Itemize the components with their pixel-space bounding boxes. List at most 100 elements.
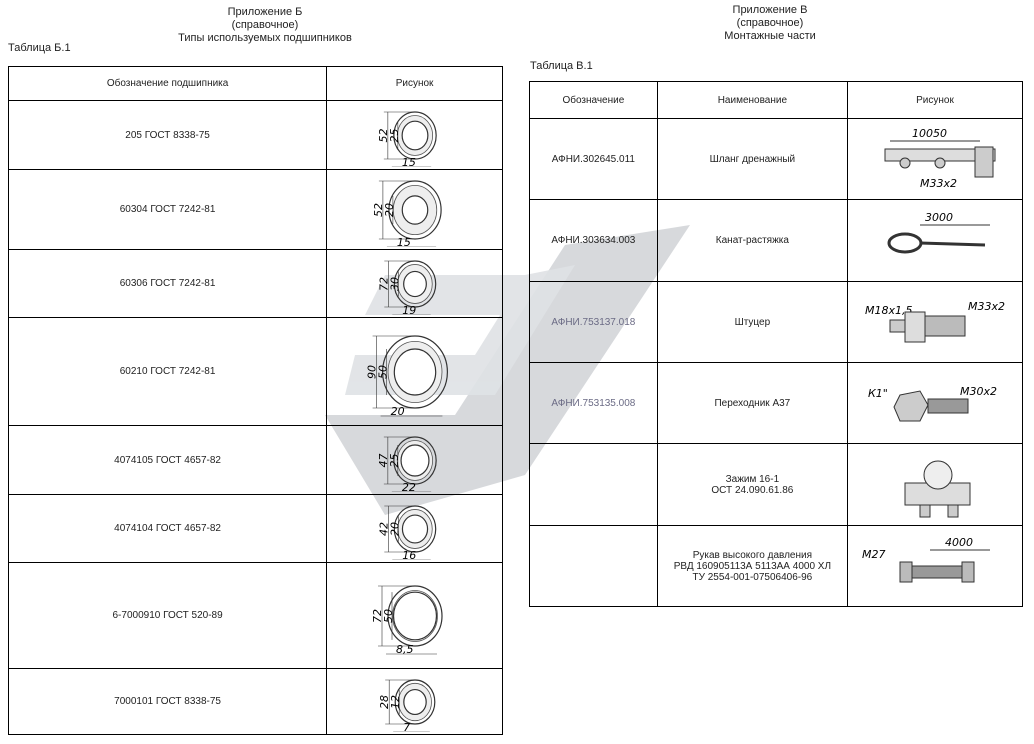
part-name-line: ТУ 2554-001-07506406-96	[692, 571, 813, 583]
bearing-designation: 60210 ГОСТ 7242-81	[7, 317, 328, 426]
dim-outer-label: 42	[377, 522, 390, 536]
appendix-b-note: (справочное)	[231, 19, 299, 31]
appendix-b-subtitle: Типы используемых подшипников	[178, 32, 352, 44]
mounting-parts-table: Обозначение Наименование Рисунок АФНИ.30…	[529, 81, 1023, 607]
part-name: Переходник А37	[656, 362, 849, 444]
part-drawing: К1" М30х2	[847, 362, 1023, 444]
table-v-caption: Таблица В.1	[530, 60, 593, 72]
appendix-v-title: Приложение В	[732, 4, 808, 16]
thread-label: К1"	[868, 387, 888, 400]
part-name-line: ОСТ 24.090.61.86	[711, 484, 794, 496]
part-name-line: Рукав высокого давления	[692, 549, 813, 561]
dim-inner-label: 25	[387, 128, 400, 142]
thread-label: М18х1,5	[865, 304, 913, 317]
part-drawing: М18х1,5 М33х2	[847, 281, 1023, 363]
thread-label: М33х2	[968, 300, 1005, 313]
appendix-b-title: Приложение Б	[227, 6, 303, 18]
dim-length-label: 4000	[945, 536, 973, 549]
part-code: АФНИ.303634.003	[529, 199, 658, 282]
dim-inner-label: 25	[387, 453, 400, 467]
part-drawing: М27 4000	[847, 525, 1023, 607]
column-header-picture: Рисунок	[326, 66, 503, 101]
dim-width-label: 16	[402, 549, 416, 560]
dim-outer-label: 47	[376, 453, 389, 467]
part-code: АФНИ.753135.008	[529, 362, 658, 444]
part-name: Шланг дренажный	[656, 118, 849, 200]
dim-inner-label: 50	[382, 609, 395, 623]
dim-outer-label: 72	[371, 609, 384, 623]
dim-inner-label: 30	[388, 277, 401, 291]
bearing-designation: 60304 ГОСТ 7242-81	[7, 169, 328, 250]
dim-width-label: 19	[402, 304, 416, 315]
bearing-designation: 205 ГОСТ 8338-75	[7, 100, 328, 170]
thread-label: М30х2	[960, 385, 997, 398]
appendix-v-subtitle: Монтажные части	[724, 30, 816, 42]
dim-outer-label: 90	[365, 365, 378, 379]
part-name-line: РВД 160905113А 5113АА 4000 ХЛ	[673, 560, 832, 572]
part-name: Канат-растяжка	[656, 199, 849, 282]
dim-length-label: 3000	[925, 211, 953, 224]
part-name-line: Зажим 16-1	[725, 473, 780, 485]
part-code: АФНИ.302645.011	[529, 118, 658, 200]
dim-width-label: 15	[401, 156, 415, 167]
part-code	[529, 525, 658, 607]
dim-width-label: 8,5	[396, 643, 414, 656]
dim-inner-label: 50	[376, 365, 389, 379]
table-b-caption: Таблица Б.1	[8, 42, 71, 54]
bearing-designation: 7000101 ГОСТ 8338-75	[7, 668, 328, 735]
part-name: Штуцер	[656, 281, 849, 363]
bearing-designation: 60306 ГОСТ 7242-81	[7, 249, 328, 318]
column-header-picture: Рисунок	[847, 81, 1023, 119]
bearing-designation: 4074105 ГОСТ 4657-82	[7, 425, 328, 495]
column-header-code: Обозначение	[529, 81, 658, 119]
part-code: АФНИ.753137.018	[529, 281, 658, 363]
dim-inner-label: 20	[382, 203, 395, 217]
thread-label: М27	[862, 548, 886, 561]
part-code	[529, 443, 658, 526]
dim-width-label: 20	[390, 405, 404, 418]
column-header-designation: Обозначение подшипника	[7, 66, 328, 101]
bearings-table: Обозначение подшипника Рисунок 205 ГОСТ …	[7, 66, 503, 735]
dim-outer-label: 52	[376, 128, 389, 142]
dim-outer-label: 52	[371, 203, 384, 217]
dim-width-label: 7	[403, 721, 410, 732]
dim-length-label: 10050	[912, 127, 947, 140]
appendix-v-note: (справочное)	[736, 17, 804, 29]
dim-inner-label: 20	[388, 522, 401, 536]
part-drawing	[847, 443, 1023, 526]
part-drawing: 3000	[847, 199, 1023, 282]
dim-outer-label: 72	[377, 277, 390, 291]
dim-width-label: 15	[396, 236, 410, 247]
bearing-designation: 6-7000910 ГОСТ 520-89	[7, 562, 328, 669]
column-header-name: Наименование	[656, 81, 849, 119]
thread-label: М33х2	[920, 177, 957, 190]
bearing-designation: 4074104 ГОСТ 4657-82	[7, 494, 328, 563]
dim-inner-label: 12	[389, 695, 402, 709]
dim-width-label: 22	[401, 481, 415, 492]
